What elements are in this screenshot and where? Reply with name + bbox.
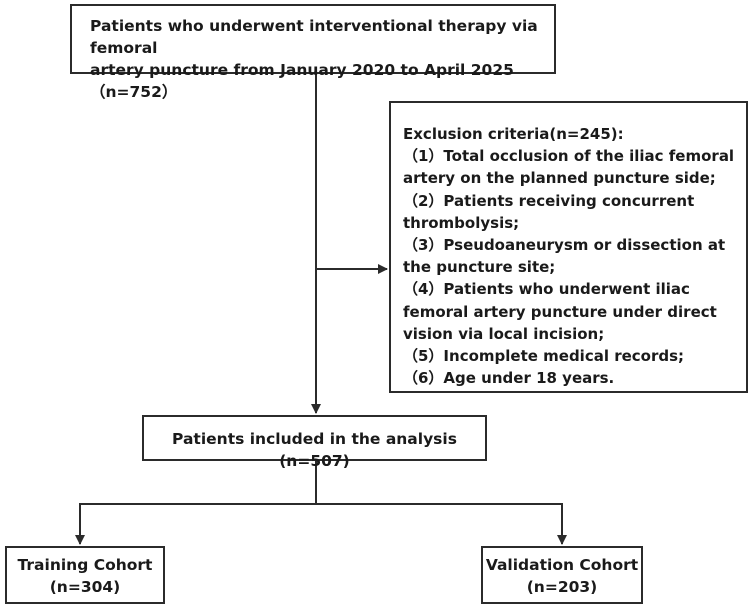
exclusion-item-line: （5）Incomplete medical records; (403, 347, 685, 366)
exclusion-item-line: vision via local incision; (403, 324, 605, 343)
training-cohort-text: Training Cohort (n=304) (7, 554, 163, 598)
exclusion-item-line: thrombolysis; (403, 213, 520, 232)
validation-cohort-count: (n=203) (526, 578, 598, 596)
exclusion-item-line: artery on the planned puncture side; (403, 169, 716, 188)
exclusion-item-line: （1）Total occlusion of the iliac femoral (403, 147, 735, 166)
enrollment-line-1: Patients who underwent interventional th… (90, 17, 538, 57)
training-cohort-title: Training Cohort (17, 556, 153, 574)
training-cohort-count: (n=304) (49, 578, 121, 596)
exclusion-item-line: femoral artery puncture under direct (403, 302, 717, 321)
validation-cohort-box: Validation Cohort (n=203) (481, 546, 643, 604)
validation-cohort-text: Validation Cohort (n=203) (483, 554, 641, 598)
exclusion-item-line: the puncture site; (403, 258, 556, 277)
exclusion-criteria-text: Exclusion criteria(n=245): （1）Total occl… (403, 123, 745, 389)
exclusion-item-line: （6）Age under 18 years. (403, 369, 615, 388)
exclusion-heading: Exclusion criteria(n=245): (403, 125, 624, 143)
training-cohort-box: Training Cohort (n=304) (5, 546, 165, 604)
enrollment-line-2: artery puncture from January 2020 to Apr… (90, 61, 514, 101)
enrollment-text: Patients who underwent interventional th… (90, 15, 550, 103)
exclusion-criteria-box: Exclusion criteria(n=245): （1）Total occl… (389, 101, 748, 393)
exclusion-item-line: （3）Pseudoaneurysm or dissection at (403, 236, 726, 255)
analysis-box: Patients included in the analysis (n=507… (142, 415, 487, 470)
exclusion-item-line: （4）Patients who underwent iliac (403, 280, 690, 299)
exclusion-item-line: （2）Patients receiving concurrent (403, 191, 695, 210)
validation-cohort-title: Validation Cohort (485, 556, 639, 574)
enrollment-box: Patients who underwent interventional th… (70, 4, 556, 101)
analysis-label: Patients included in the analysis (n=507… (172, 430, 457, 470)
